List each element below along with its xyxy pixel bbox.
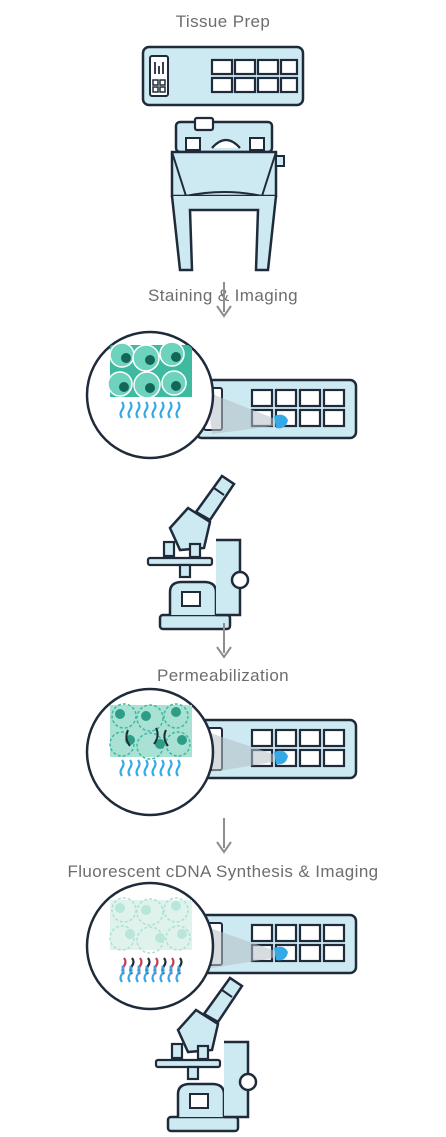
microscope-icon (146, 474, 250, 631)
stained-tissue-magnifier (85, 330, 215, 460)
permeabilization-slide-icon (194, 718, 358, 780)
stained-slide-icon (194, 378, 358, 440)
cdna-slide-icon (194, 913, 358, 975)
permeabilized-tissue-magnifier (85, 687, 215, 817)
fluorescent-cdna-magnifier (85, 881, 215, 1011)
step-title-tissue-prep: Tissue Prep (175, 12, 271, 31)
cryostat-icon (170, 116, 285, 272)
step-title-permeabilization: Permeabilization (156, 666, 290, 685)
arrow-down-icon (216, 281, 232, 317)
step-title-cdna-synthesis: Fluorescent cDNA Synthesis & Imaging (67, 862, 379, 881)
step-title-staining-imaging: Staining & Imaging (148, 286, 298, 305)
arrow-down-icon (216, 817, 232, 853)
tissue-slide-icon (141, 45, 305, 107)
